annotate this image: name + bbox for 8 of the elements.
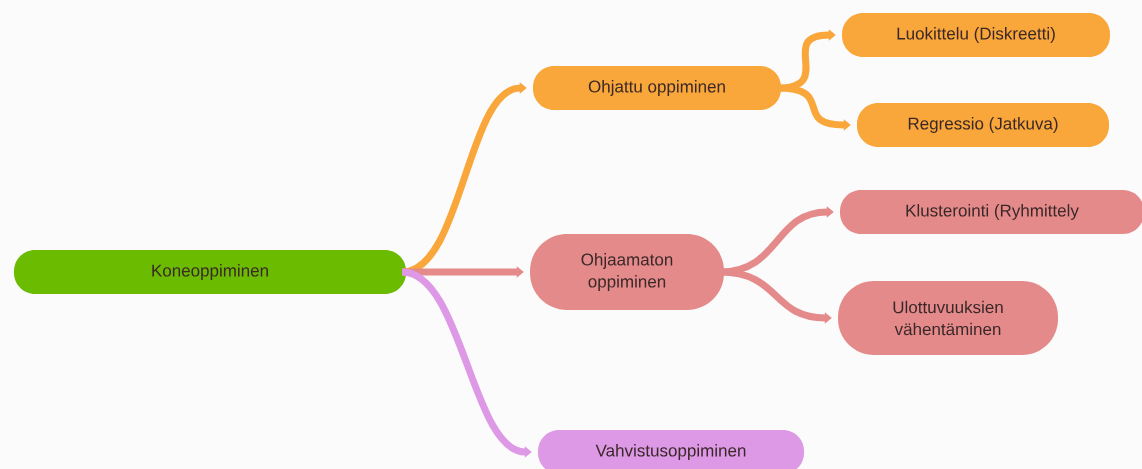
subtopic-pill: Ulottuvuuksien vähentäminen [838, 281, 1058, 355]
subtopic-pill: Ohjattu oppiminen [533, 66, 781, 110]
subtopic-pill: Regressio (Jatkuva) [857, 103, 1109, 147]
subtopic-pill: Ohjaamaton oppiminen [530, 234, 724, 310]
subtopic-pill: Klusterointi (Ryhmittely [840, 190, 1142, 234]
topic-pill: Koneoppiminen [14, 250, 406, 294]
subtopic-pill: Luokittelu (Diskreetti) [842, 13, 1110, 57]
subtopic-pill: Vahvistusoppiminen [538, 430, 804, 469]
